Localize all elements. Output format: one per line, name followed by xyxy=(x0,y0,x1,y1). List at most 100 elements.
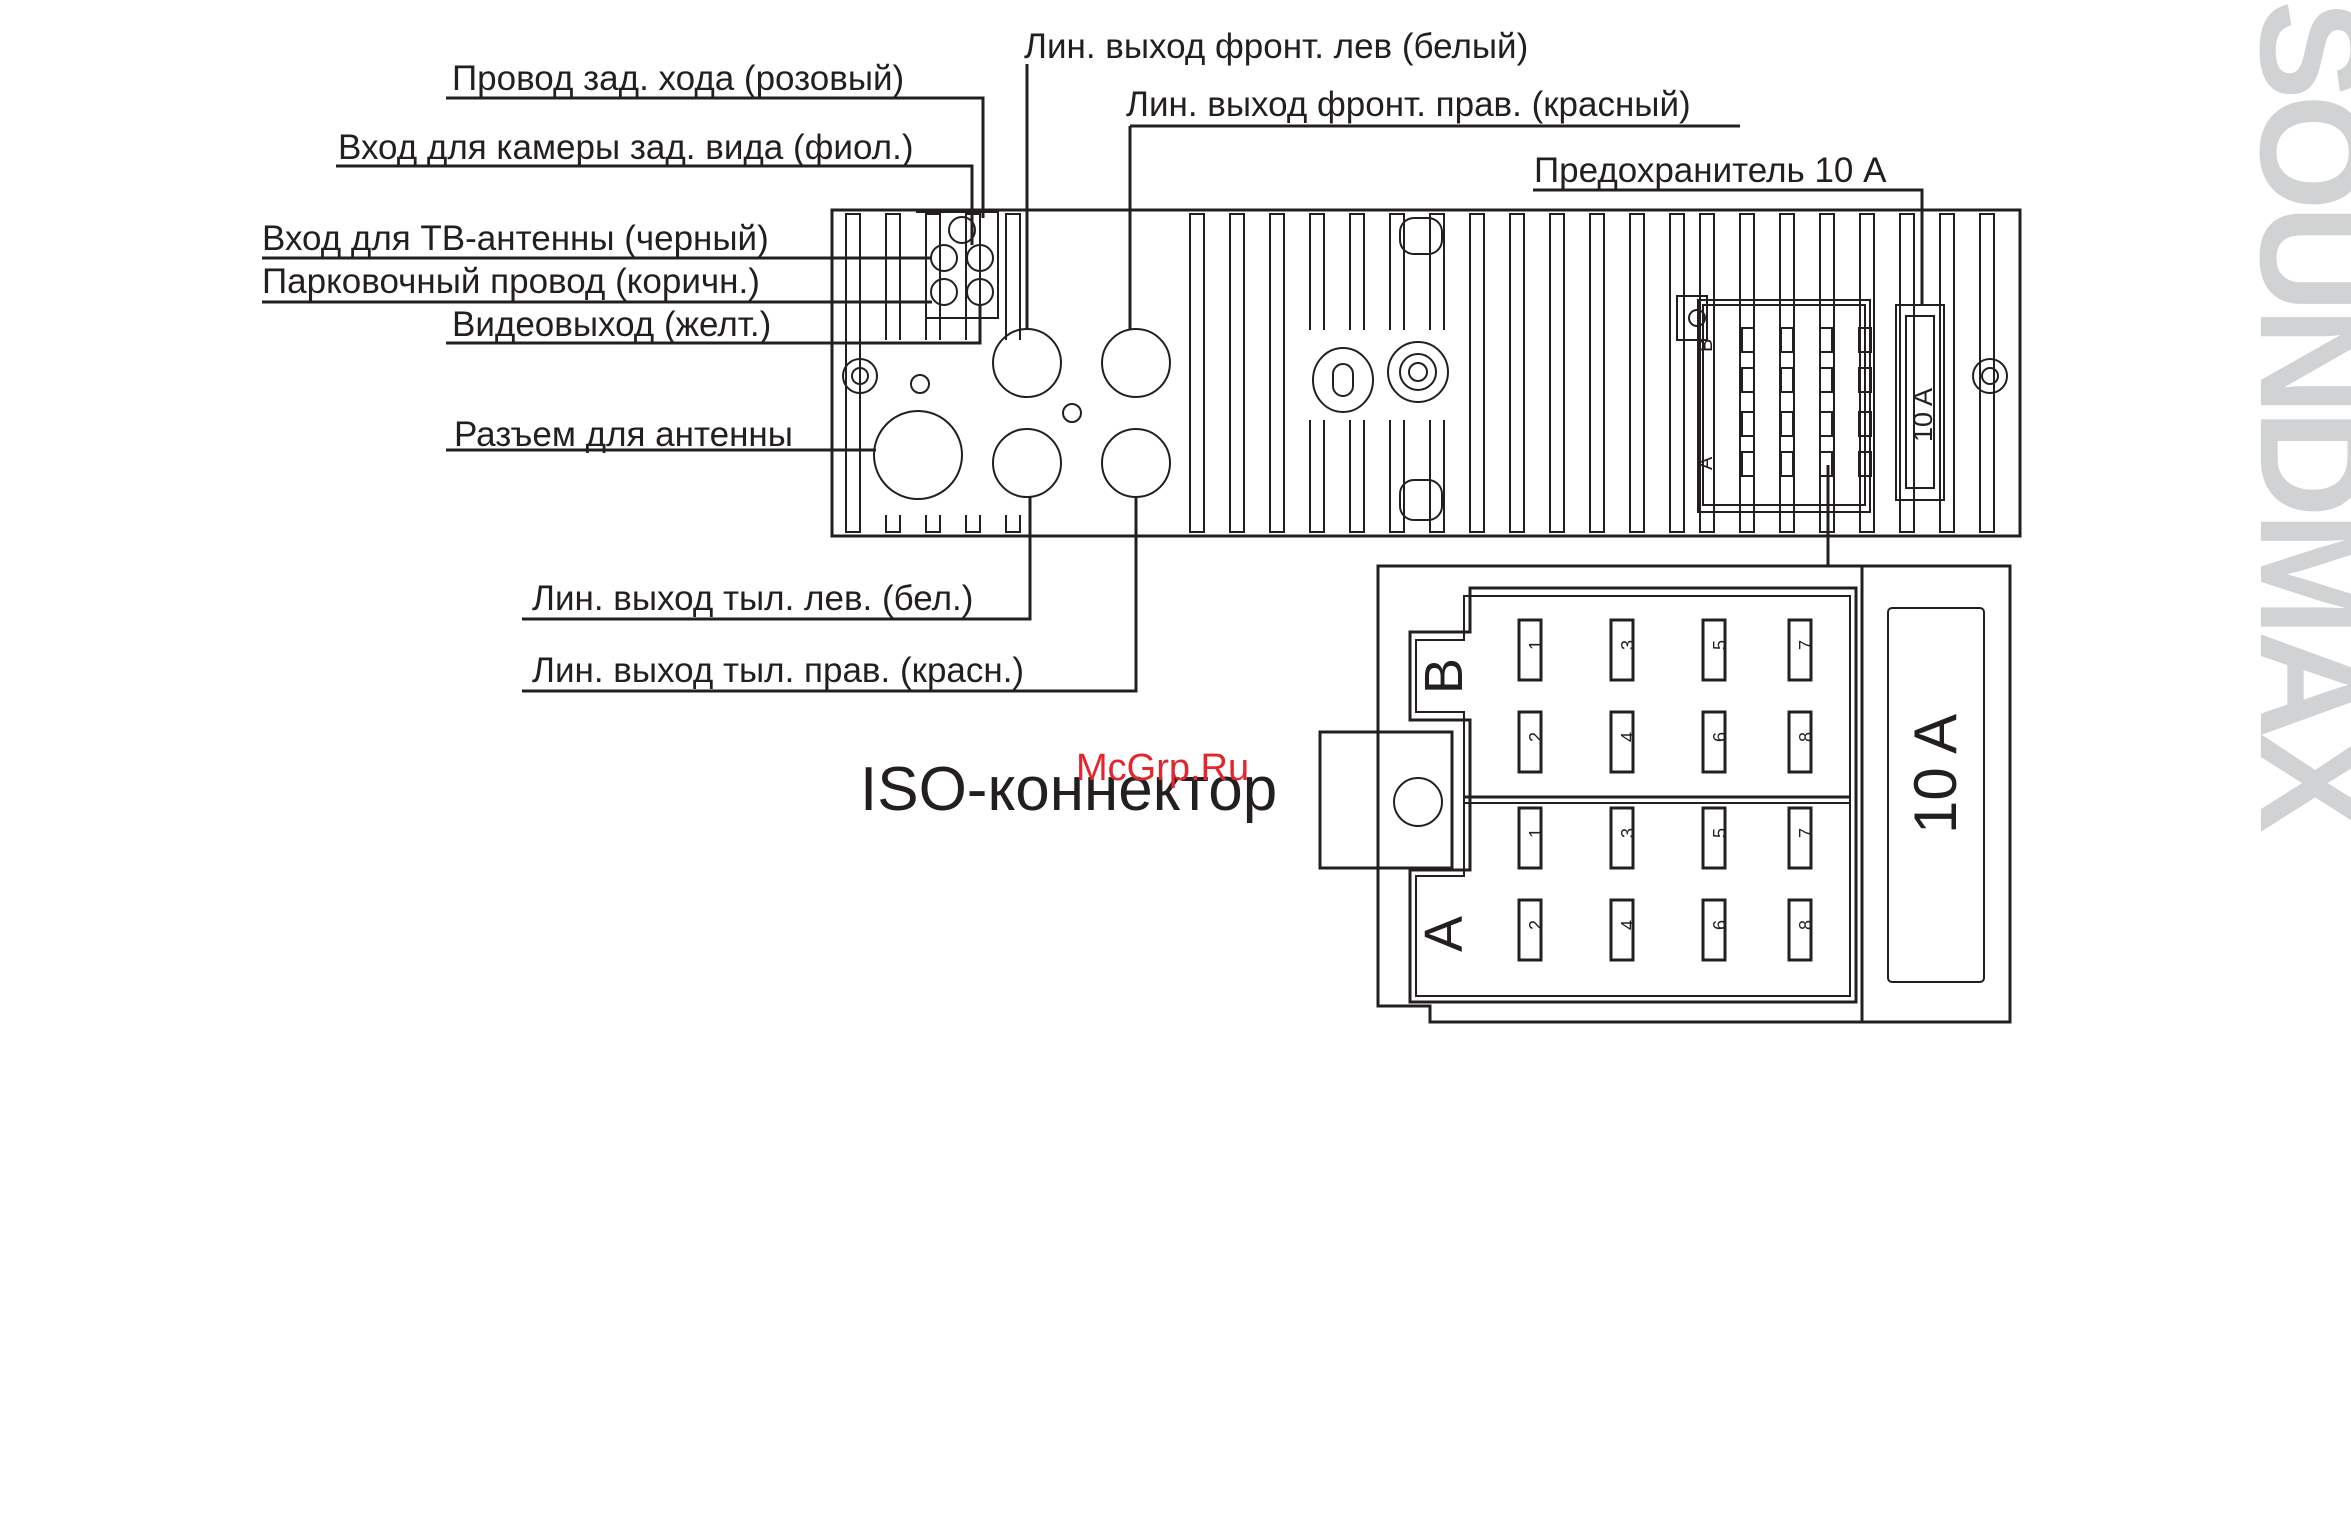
iso-pin-number: 3 xyxy=(1618,828,1638,838)
iso-pin xyxy=(1517,710,1543,774)
center-screw-right xyxy=(1387,341,1449,403)
label-tv-antenna-in: Вход для ТВ-антенны (черный) xyxy=(262,219,769,258)
label-video-out: Видеовыход (желт.) xyxy=(452,305,771,344)
iso-pin-number: 4 xyxy=(1618,732,1638,742)
cooling-fin xyxy=(1189,213,1205,533)
iso-small-pin xyxy=(1780,327,1794,353)
watermark: McGrp.Ru xyxy=(1076,747,1249,789)
labels: Провод зад. хода (розовый) Вход для каме… xyxy=(262,27,1887,824)
iso-latch xyxy=(1318,730,1454,870)
iso-pin xyxy=(1609,618,1635,682)
iso-pin-number: 5 xyxy=(1710,640,1730,650)
iso-small-pin xyxy=(1780,411,1794,437)
iso-pin xyxy=(1609,806,1635,870)
iso-pin xyxy=(1787,898,1813,962)
label-antenna-socket: Разъем для антенны xyxy=(454,415,793,454)
iso-block-b-letter: B xyxy=(1414,658,1474,694)
label-front-right-out: Лин. выход фронт. прав. (красный) xyxy=(1126,85,1691,124)
cooling-fin xyxy=(1669,213,1685,533)
iso-small-pin xyxy=(1780,367,1794,393)
cooling-fin xyxy=(1549,213,1565,533)
reverse-wire-pin xyxy=(948,216,976,244)
iso-pin xyxy=(1701,898,1727,962)
antenna-socket xyxy=(873,410,963,500)
rca-rear-left xyxy=(992,428,1062,498)
iso-small-pin xyxy=(1819,411,1833,437)
label-rear-left-out: Лин. выход тыл. лев. (бел.) xyxy=(532,579,973,618)
iso-pin-number: 2 xyxy=(1526,920,1546,930)
cooling-fin xyxy=(1229,213,1245,533)
camera-pin xyxy=(966,244,994,272)
brand-text: SOUNDMAX xyxy=(2241,0,2351,832)
iso-small-pin xyxy=(1741,327,1755,353)
iso-pins: 1 2 3 4 5 6 7 8 1 2 3 4 5 6 7 8 xyxy=(1517,618,1816,962)
iso-block-a-letter: A xyxy=(1414,916,1474,952)
iso-small-pin xyxy=(1858,451,1872,477)
iso-pin xyxy=(1701,618,1727,682)
iso-pin-number: 8 xyxy=(1796,920,1816,930)
leader-lines xyxy=(262,64,1924,693)
iso-pin-number: 6 xyxy=(1710,920,1730,930)
iso-pin-number: 8 xyxy=(1796,732,1816,742)
cooling-fin xyxy=(1939,213,1955,533)
center-screw-left xyxy=(1312,347,1374,413)
label-iso-connector: ISO-коннектор xyxy=(860,755,1277,824)
iso-socket-small: B A xyxy=(1676,295,1872,513)
cooling-fin xyxy=(1509,213,1525,533)
cooling-fin xyxy=(1979,213,1995,533)
iso-pin xyxy=(1787,618,1813,682)
label-parking-wire: Парковочный провод (коричн.) xyxy=(262,262,760,301)
label-rear-camera-in: Вход для камеры зад. вида (фиол.) xyxy=(338,128,913,167)
parking-pin xyxy=(930,278,958,306)
cooling-fin xyxy=(1779,213,1795,533)
cooling-fin xyxy=(1589,213,1605,533)
iso-small-pin xyxy=(1741,451,1755,477)
fuse-small-label: 10 A xyxy=(1908,388,1938,442)
iso-small-pin xyxy=(1858,367,1872,393)
iso-small-pin xyxy=(1819,367,1833,393)
iso-pin xyxy=(1787,806,1813,870)
iso-pin xyxy=(1609,710,1635,774)
iso-pin-number: 7 xyxy=(1796,640,1816,650)
iso-connector-large: B A 1 2 3 4 5 6 7 8 1 2 3 4 5 6 7 8 10 A xyxy=(1318,564,2012,1024)
iso-pin xyxy=(1517,898,1543,962)
label-front-left-out: Лин. выход фронт. лев (белый) xyxy=(1024,27,1528,66)
iso-pin-number: 1 xyxy=(1526,640,1546,650)
brand-logo: SOUNDMAX xyxy=(2241,0,2351,832)
fuse-label: 10 A xyxy=(1902,714,1969,834)
iso-pin xyxy=(1701,710,1727,774)
iso-pin xyxy=(1517,618,1543,682)
mount-hole-right xyxy=(1972,358,2008,394)
iso-pin-number: 7 xyxy=(1796,828,1816,838)
iso-pin-number: 5 xyxy=(1710,828,1730,838)
iso-small-pin xyxy=(1819,451,1833,477)
head-unit-rear-panel: B A 10 A xyxy=(830,208,2022,538)
iso-small-pin xyxy=(1780,451,1794,477)
av-4pin-block xyxy=(925,209,999,319)
iso-pin xyxy=(1609,898,1635,962)
cooling-fin xyxy=(1269,213,1285,533)
iso-pin-number: 6 xyxy=(1710,732,1730,742)
iso-small-pin xyxy=(1819,327,1833,353)
mount-hole-left xyxy=(842,358,878,394)
iso-pin-number: 3 xyxy=(1618,640,1638,650)
svg-text:A: A xyxy=(1695,456,1717,470)
iso-pin-number: 2 xyxy=(1526,732,1546,742)
iso-small-pin xyxy=(1741,411,1755,437)
label-fuse: Предохранитель 10 А xyxy=(1534,151,1887,190)
rca-front-right xyxy=(1101,328,1171,398)
label-reverse-wire: Провод зад. хода (розовый) xyxy=(452,59,904,98)
iso-pin xyxy=(1787,710,1813,774)
iso-pin xyxy=(1517,806,1543,870)
iso-pin-number: 1 xyxy=(1526,828,1546,838)
iso-small-pin xyxy=(1858,411,1872,437)
fuse-10a xyxy=(1887,607,1985,983)
svg-text:B: B xyxy=(1695,339,1717,352)
cooling-fin xyxy=(1629,213,1645,533)
iso-pin-number: 4 xyxy=(1618,920,1638,930)
iso-small-pin xyxy=(1858,327,1872,353)
iso-small-pin xyxy=(1741,367,1755,393)
cooling-fin xyxy=(1469,213,1485,533)
iso-pin xyxy=(1701,806,1727,870)
